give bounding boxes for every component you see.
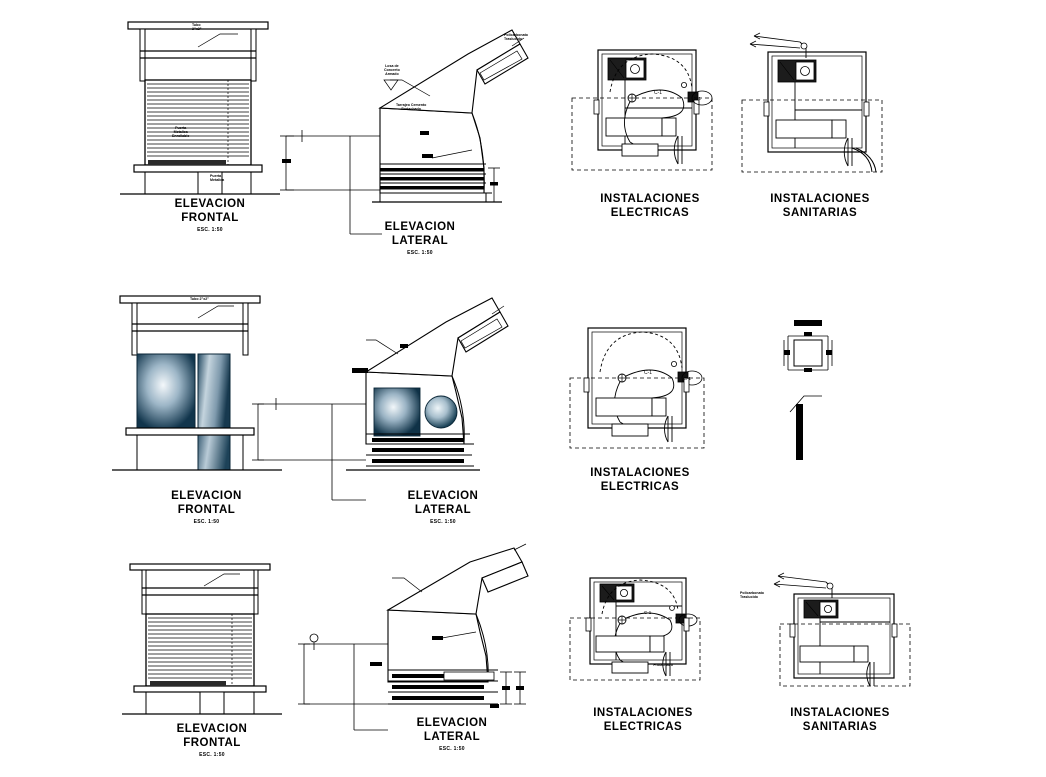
svg-text:C-1: C-1	[644, 370, 652, 376]
view-r3-frontal: Tubo 2"x2" Puerta Metalica Enrollable Pu…	[122, 558, 282, 718]
view-r3-electricas: C-1 Viene del TG	[566, 570, 726, 710]
annotation-puerta-metalica: Puerta Metalica	[210, 174, 225, 183]
r2-lateral-geometry	[252, 297, 509, 501]
r3-frontal-geometry	[122, 563, 282, 715]
caption-r1-electricas: INSTALACIONES ELECTRICAS	[600, 193, 700, 220]
caption-r1-sanitarias: INSTALACIONES SANITARIAS	[770, 193, 870, 220]
caption-r2-frontal: ELEVACION FRONTAL ESC. 1:50	[171, 490, 242, 525]
view-r1-lateral: Policarbonato Traslucido Losa de Concret…	[272, 18, 542, 243]
r2-electricas-geometry: C-1 S-1	[569, 327, 705, 449]
r1-frontal-geometry	[120, 21, 280, 195]
r1-lateral-geometry	[280, 29, 529, 235]
caption-r3-lateral: ELEVACION LATERAL ESC. 1:50	[416, 717, 488, 752]
r2-detalle-geometry	[783, 320, 833, 460]
annotation-puerta-enrollable: Puerta Metalica Enrollable	[172, 126, 190, 139]
view-r1-frontal: Tubo 2"x2" Puerta Metalica Enrollable Pu…	[120, 14, 280, 199]
caption-r1-frontal: ELEVACION FRONTAL ESC. 1:50	[174, 198, 246, 233]
svg-text:S-1: S-1	[684, 376, 692, 381]
r3-lateral-geometry	[298, 543, 529, 731]
view-r1-sanitarias: Al Colector Del Alimentador	[740, 30, 900, 195]
r3-sanitarias-geometry	[773, 572, 911, 687]
view-r2-lateral: Policarbonato Traslucido Losa de Concret…	[248, 292, 764, 667]
caption-r3-sanitarias: INSTALACIONES SANITARIAS	[790, 707, 890, 734]
svg-text:C-1: C-1	[644, 610, 652, 615]
r1-sanitarias-geometry	[741, 32, 883, 173]
view-r2-frontal: Tubo 2"x2"	[112, 286, 282, 476]
annotation-tarrajeo: Tarrajeo Cemento Frotachado	[396, 103, 427, 112]
caption-r3-frontal: ELEVACION FRONTAL ESC. 1:50	[176, 723, 248, 758]
view-r2-detalle: TITULO DE DETALLE ESC. 1:50	[778, 316, 848, 476]
caption-r1-lateral: ELEVACION LATERAL ESC. 1:50	[384, 221, 456, 256]
view-r1-electricas: C-1 S-1 Viene del TG	[570, 30, 730, 195]
annotation-r2-policarbonato: Policarbonato Traslucido	[740, 591, 764, 600]
view-r3-lateral: Policarbonato Traslucido Losa de Concret…	[292, 543, 542, 742]
annotation-policarbonato: Policarbonato Traslucido	[504, 33, 528, 42]
svg-text:C-1: C-1	[654, 90, 662, 96]
caption-r3-electricas: INSTALACIONES ELECTRICAS	[593, 707, 693, 734]
view-r2-electricas: C-1 S-1 Viene del TG	[566, 320, 726, 470]
r2-frontal-geometry	[112, 295, 282, 471]
view-r3-sanitarias: Al Colector Del Alimentador	[752, 570, 932, 710]
r3-electricas-geometry: C-1	[569, 577, 701, 681]
svg-text:S-1: S-1	[694, 96, 702, 101]
annotation-losa-concreto: Losa de Concreto Armado	[384, 64, 400, 77]
caption-r2-lateral: ELEVACION LATERAL ESC. 1:50	[407, 490, 479, 525]
r1-electricas-geometry: C-1 S-1	[571, 49, 713, 171]
caption-r2-electricas: INSTALACIONES ELECTRICAS	[590, 467, 690, 494]
annotation-r2-tubo: Tubo 2"x2"	[190, 297, 209, 301]
annotation-tubo: Tubo 2"x2"	[192, 23, 202, 32]
